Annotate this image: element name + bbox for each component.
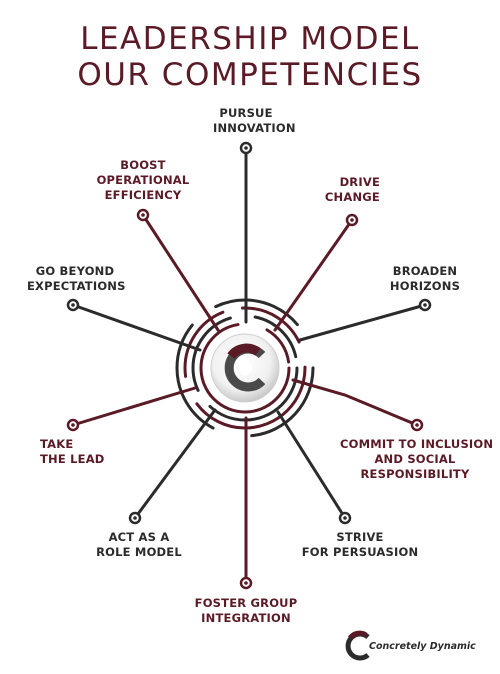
spoke-boost-efficiency bbox=[141, 213, 220, 332]
spoke-act-role-model bbox=[133, 408, 217, 520]
label-strive-persuasion: STRIVE FOR PERSUASION bbox=[301, 530, 419, 559]
label-foster-group-integration: FOSTER GROUP INTEGRATION bbox=[194, 596, 298, 625]
label-take-the-lead: TAKE THE LEAD bbox=[40, 437, 105, 466]
label-broaden-horizons: BROADEN HORIZONS bbox=[389, 264, 461, 293]
label-go-beyond-expectations: GO BEYOND EXPECTATIONS bbox=[27, 264, 126, 293]
label-commit-inclusion: COMMIT TO INCLUSION AND SOCIAL RESPONSIB… bbox=[340, 437, 494, 481]
spoke-strive-persuasion bbox=[276, 410, 347, 520]
brand-logo: Concretely Dynamic bbox=[342, 628, 476, 664]
title-line-1: LEADERSHIP MODEL bbox=[80, 21, 420, 57]
endpoint-nodes bbox=[66, 141, 432, 590]
ring-1 bbox=[199, 322, 291, 414]
label-drive-change: DRIVE CHANGE bbox=[324, 175, 380, 204]
spoke-commit-inclusion bbox=[291, 378, 419, 427]
concretely-dynamic-c-logo-icon bbox=[210, 333, 280, 403]
spoke-broaden-horizons bbox=[298, 303, 427, 342]
concretely-dynamic-logo-icon bbox=[345, 630, 370, 661]
label-act-role-model: ACT AS A ROLE MODEL bbox=[96, 530, 182, 559]
label-pursue-innovation: PURSUE INNOVATION bbox=[213, 106, 296, 135]
spoke-go-beyond bbox=[71, 303, 202, 352]
label-boost-efficiency: BOOST OPERATIONAL EFFICIENCY bbox=[96, 158, 190, 202]
spoke-take-the-lead bbox=[71, 386, 197, 427]
spoke-drive-change bbox=[273, 218, 354, 332]
brand-name: Concretely Dynamic bbox=[369, 641, 476, 652]
spokes bbox=[71, 146, 427, 585]
title-line-2: OUR COMPETENCIES bbox=[77, 57, 423, 93]
